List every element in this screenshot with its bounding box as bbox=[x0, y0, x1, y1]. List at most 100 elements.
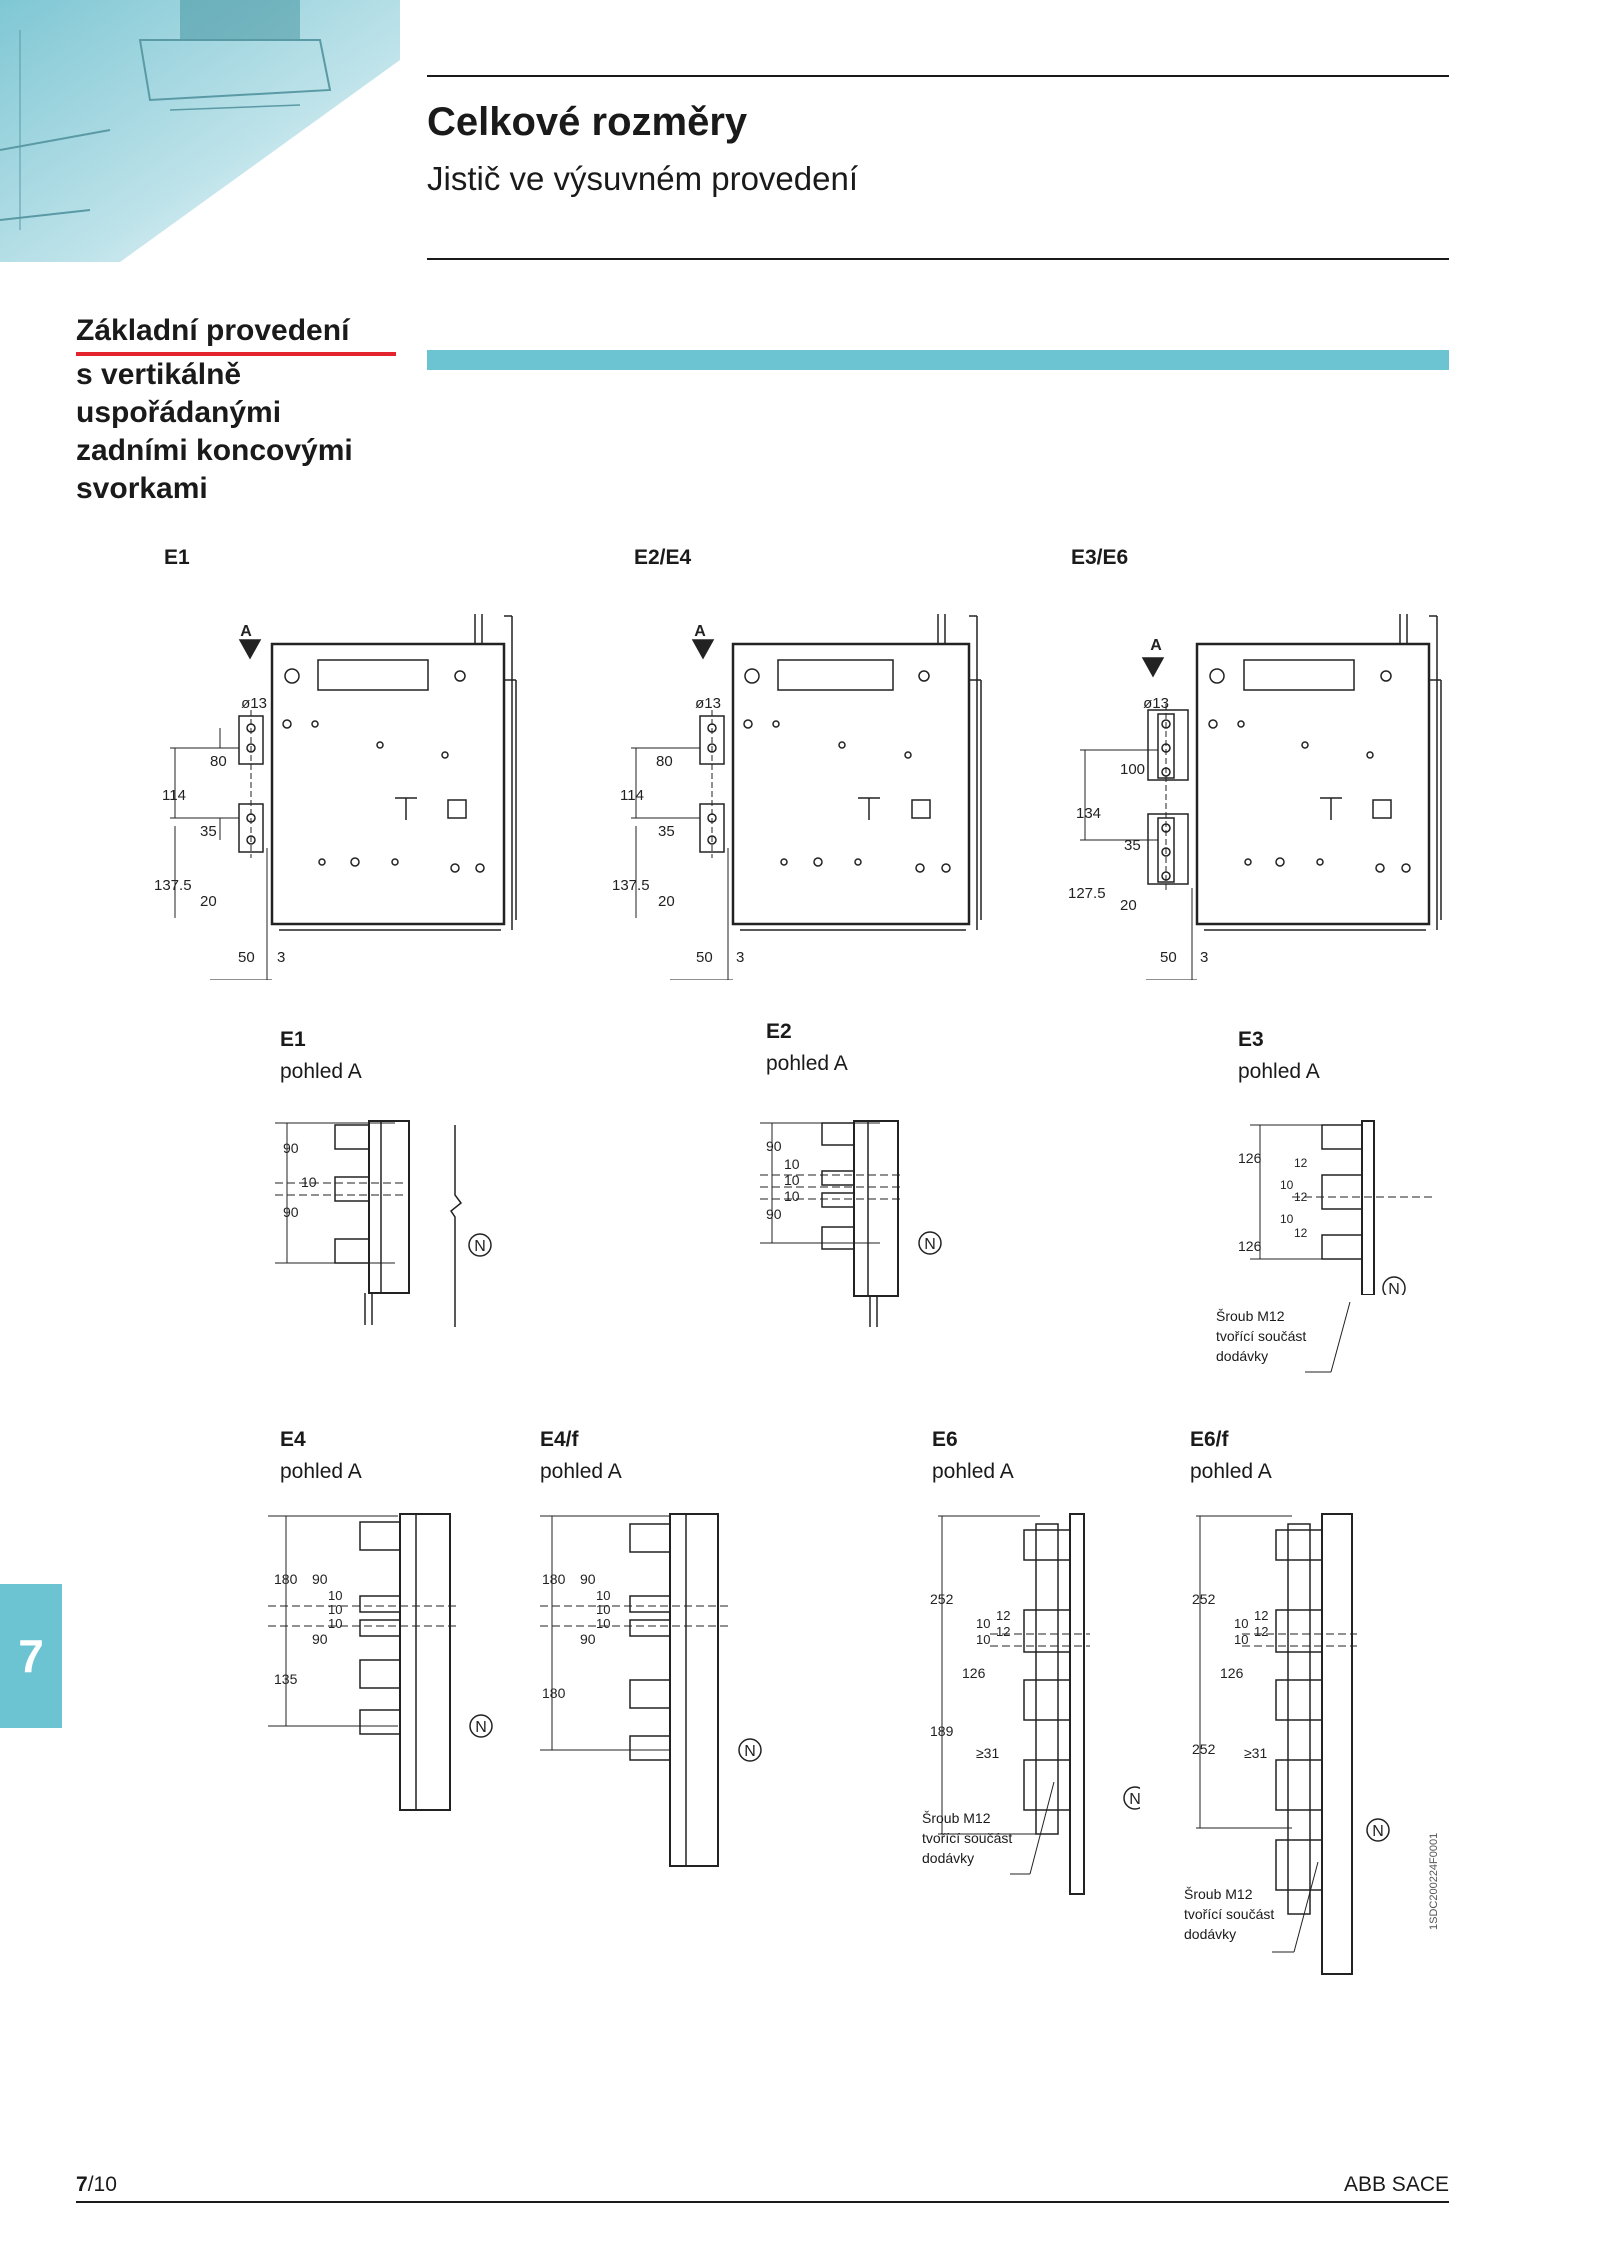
e3-diameter: ø13 bbox=[1143, 695, 1169, 712]
view-e6-dim-10: 10 bbox=[976, 1616, 990, 1631]
view-e4f-drawing: N 180 90 10 10 10 90 180 bbox=[540, 1513, 762, 1867]
side-view-e3-drawing: A ø13 100 134 35 127.5 20 50 3 bbox=[1068, 614, 1442, 980]
view-e6-caption: E6 pohled A bbox=[932, 1428, 1014, 1484]
view-e6-dim-10b: 10 bbox=[976, 1632, 990, 1647]
view-e6f-dim-12a: 12 bbox=[1254, 1608, 1268, 1623]
view-e1-dim-3: 90 bbox=[283, 1204, 299, 1220]
view-e4-dim-135: 135 bbox=[274, 1671, 298, 1687]
e1-dim-20: 20 bbox=[200, 893, 217, 910]
view-e6-drawing: N 252 10 12 12 10 126 189 ≥31 bbox=[930, 1513, 1140, 1895]
view-e4-label: E4 bbox=[280, 1428, 306, 1451]
view-e3-dim-7: 126 bbox=[1238, 1238, 1262, 1254]
e2-dim-20: 20 bbox=[658, 893, 675, 910]
side-view-e1-drawing: A ø13 80 114 35 137.5 20 50 3 bbox=[154, 614, 517, 980]
e1-dim-80: 80 bbox=[210, 753, 227, 770]
view-e6f-drawing: N 252 10 12 12 10 126 252 ≥31 bbox=[1192, 1513, 1390, 1975]
view-e2-dim-3: 10 bbox=[784, 1172, 800, 1188]
view-e6f-caption: E6/f pohled A bbox=[1190, 1428, 1272, 1484]
e3-dim-100: 100 bbox=[1120, 761, 1145, 778]
e3-dim-20: 20 bbox=[1120, 897, 1137, 914]
e1-dim-114: 114 bbox=[162, 787, 186, 804]
view-e4-dim-10b: 10 bbox=[328, 1602, 342, 1617]
view-e6-note-leader bbox=[1010, 1781, 1055, 1875]
view-e6-dim-31: ≥31 bbox=[976, 1745, 999, 1761]
chapter-tab: 7 bbox=[0, 1584, 62, 1728]
view-e4-dim-180: 180 bbox=[274, 1571, 298, 1587]
view-e4f-dim-180a: 180 bbox=[542, 1571, 566, 1587]
view-e3-n-symbol: N bbox=[1388, 1281, 1400, 1295]
view-e6-dim-126: 126 bbox=[962, 1665, 986, 1681]
e1-diameter: ø13 bbox=[241, 695, 267, 712]
view-e2-dim-1: 90 bbox=[766, 1138, 782, 1154]
e3-dim-3: 3 bbox=[1200, 949, 1208, 966]
view-e4f-dim-10b: 10 bbox=[596, 1602, 610, 1617]
e2-dim-3: 3 bbox=[736, 949, 744, 966]
view-e1-n-symbol: N bbox=[474, 1238, 486, 1255]
view-e6-label: E6 bbox=[932, 1428, 958, 1451]
view-e6f-n-symbol: N bbox=[1372, 1823, 1384, 1840]
view-e6-dim-252: 252 bbox=[930, 1591, 954, 1607]
view-e4-dim-10a: 10 bbox=[328, 1588, 342, 1603]
view-e3-note-leader bbox=[1305, 1301, 1351, 1373]
section-heading-line1: Základní provedení bbox=[76, 312, 396, 356]
e2-dim-114: 114 bbox=[620, 787, 644, 804]
view-e1-label: E1 bbox=[280, 1028, 306, 1051]
view-e6f-label: E6/f bbox=[1190, 1428, 1229, 1451]
view-e6f-note-line2: tvořící součást bbox=[1184, 1906, 1275, 1922]
e2-diameter: ø13 bbox=[695, 695, 721, 712]
page-subtitle: Jistič ve výsuvném provedení bbox=[427, 160, 859, 197]
view-e3-caption: E3 pohled A bbox=[1238, 1028, 1320, 1084]
view-e4f-dim-90b: 90 bbox=[580, 1631, 596, 1647]
e2-a-marker: A bbox=[694, 623, 706, 640]
e3-dim-134: 134 bbox=[1076, 805, 1101, 822]
e2-dim-35: 35 bbox=[658, 823, 675, 840]
view-e6f-dim-126: 126 bbox=[1220, 1665, 1244, 1681]
page-title: Celkové rozměry bbox=[427, 100, 748, 144]
header-illustration bbox=[0, 0, 400, 262]
view-e6f-dim-252a: 252 bbox=[1192, 1591, 1216, 1607]
view-e1-dim-1: 90 bbox=[283, 1140, 299, 1156]
view-e4-drawing: N 180 90 10 10 10 90 135 bbox=[268, 1513, 493, 1811]
view-e3-dim-4: 12 bbox=[1294, 1190, 1308, 1204]
view-e1-dim-2: 10 bbox=[301, 1174, 317, 1190]
view-e6f-dim-252b: 252 bbox=[1192, 1741, 1216, 1757]
view-e3-dim-6: 12 bbox=[1294, 1226, 1308, 1240]
view-e1-drawing: N 90 10 90 bbox=[275, 1120, 492, 1327]
view-e4f-label: E4/f bbox=[540, 1428, 579, 1451]
view-e2-dim-4: 10 bbox=[784, 1188, 800, 1204]
view-e3-dim-5: 10 bbox=[1280, 1212, 1294, 1226]
view-e6f-pohled: pohled A bbox=[1190, 1460, 1272, 1483]
e1-a-marker: A bbox=[240, 623, 252, 640]
view-e3-dim-1: 126 bbox=[1238, 1150, 1262, 1166]
view-e4f-caption: E4/f pohled A bbox=[540, 1428, 622, 1484]
view-e2-caption: E2 pohled A bbox=[766, 1020, 848, 1076]
view-e3-note: Šroub M12 tvořící součást dodávky bbox=[1216, 1306, 1306, 1366]
view-e6f-note-line3: dodávky bbox=[1184, 1926, 1237, 1942]
view-e3-label: E3 bbox=[1238, 1028, 1264, 1051]
view-e6-note: Šroub M12 tvořící součást dodávky bbox=[922, 1808, 1012, 1868]
section-bar bbox=[427, 350, 1449, 370]
view-e6-dim-12b: 12 bbox=[996, 1624, 1010, 1639]
view-e6f-dim-12b: 12 bbox=[1254, 1624, 1268, 1639]
view-e6-note-line1: Šroub M12 bbox=[922, 1810, 991, 1826]
view-e4f-pohled: pohled A bbox=[540, 1460, 622, 1483]
view-e6f-note: Šroub M12 tvořící součást dodávky bbox=[1184, 1884, 1274, 1944]
e3-dim-35: 35 bbox=[1124, 837, 1141, 854]
e1-dim-3: 3 bbox=[277, 949, 285, 966]
page-number-total: /10 bbox=[87, 2173, 117, 2196]
view-e6-dim-12a: 12 bbox=[996, 1608, 1010, 1623]
view-e4f-n-symbol: N bbox=[744, 1743, 756, 1760]
side-view-e2-label: E2/E4 bbox=[634, 546, 692, 569]
view-e4-n-symbol: N bbox=[475, 1719, 487, 1736]
view-e4-caption: E4 pohled A bbox=[280, 1428, 362, 1484]
header-rule bbox=[427, 258, 1449, 260]
e3-dim-127: 127.5 bbox=[1068, 885, 1106, 902]
view-e6-dim-189: 189 bbox=[930, 1723, 954, 1739]
view-e6-note-line3: dodávky bbox=[922, 1850, 975, 1866]
view-e2-n-symbol: N bbox=[924, 1236, 936, 1253]
view-e6f-dim-10: 10 bbox=[1234, 1616, 1248, 1631]
view-e3-note-line1: Šroub M12 bbox=[1216, 1308, 1285, 1324]
view-e6f-note-line1: Šroub M12 bbox=[1184, 1886, 1253, 1902]
view-e1-caption: E1 pohled A bbox=[280, 1028, 362, 1084]
e3-dim-50: 50 bbox=[1160, 949, 1177, 966]
